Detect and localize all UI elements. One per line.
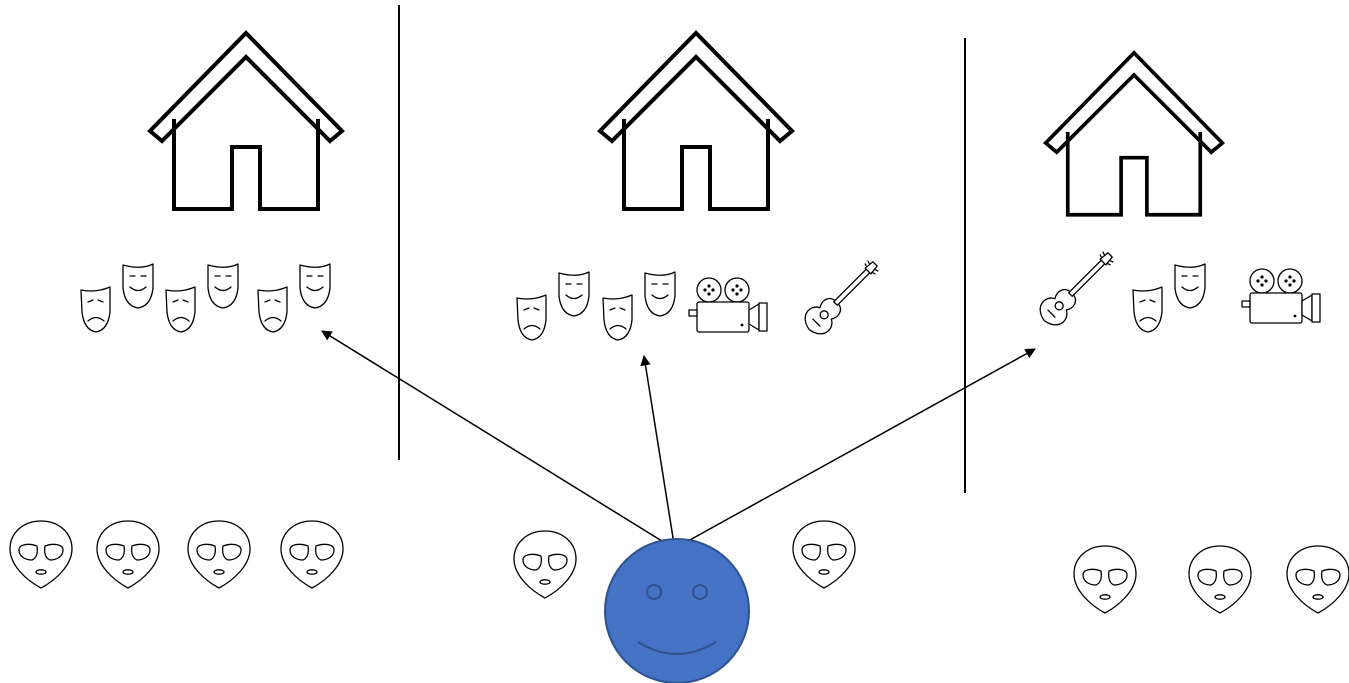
theater-masks-icon (80, 263, 154, 333)
alien-icon (9, 520, 73, 589)
theater-masks-icon (257, 263, 331, 333)
house-icon (1043, 51, 1225, 217)
alien-icon (1286, 545, 1349, 614)
neighborhood-1 (9, 31, 344, 589)
neighborhood-3 (1033, 51, 1349, 614)
arrow-to-neighborhood-2 (640, 354, 675, 545)
guitar-icon (1033, 244, 1121, 332)
neighborhood-2 (513, 31, 886, 599)
movie-camera-icon (1241, 268, 1321, 324)
alien-icon (1188, 545, 1252, 614)
alien-icon (280, 520, 344, 589)
alien-icon (96, 520, 160, 589)
theater-masks-icon (1132, 263, 1206, 333)
theater-masks-icon (516, 271, 590, 341)
theater-masks-icon (602, 271, 676, 341)
arrow-to-neighborhood-1 (321, 330, 671, 547)
alien-icon (792, 520, 856, 589)
alien-icon (513, 530, 577, 599)
arrow-to-neighborhood-3 (678, 348, 1036, 547)
theater-masks-icon (165, 263, 239, 333)
movie-camera-icon (688, 277, 768, 333)
alien-icon (187, 520, 251, 589)
house-icon (598, 31, 794, 211)
smiley-face-icon (604, 538, 750, 683)
alien-icon (1073, 545, 1137, 614)
guitar-icon (798, 253, 886, 341)
house-icon (148, 31, 344, 211)
